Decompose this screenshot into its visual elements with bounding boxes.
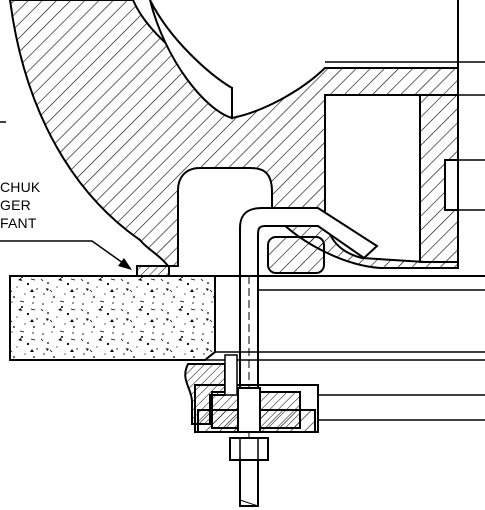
machine-casting [8, 0, 459, 269]
clamp-block [267, 236, 325, 274]
lower-nut [229, 437, 269, 461]
right-wall [419, 94, 459, 263]
callout-label-line3: FANT [0, 215, 37, 231]
lower-channel [194, 384, 319, 433]
rubber-pad [136, 265, 170, 277]
callout-label-line2: GER [0, 197, 31, 213]
callout-leader [0, 240, 131, 269]
concrete-slab [9, 275, 216, 361]
callout-arrowhead [118, 258, 132, 270]
callout-label-line1: CHUK [0, 179, 41, 195]
bolt-tail [239, 459, 259, 507]
casting-pocket [149, 0, 233, 120]
